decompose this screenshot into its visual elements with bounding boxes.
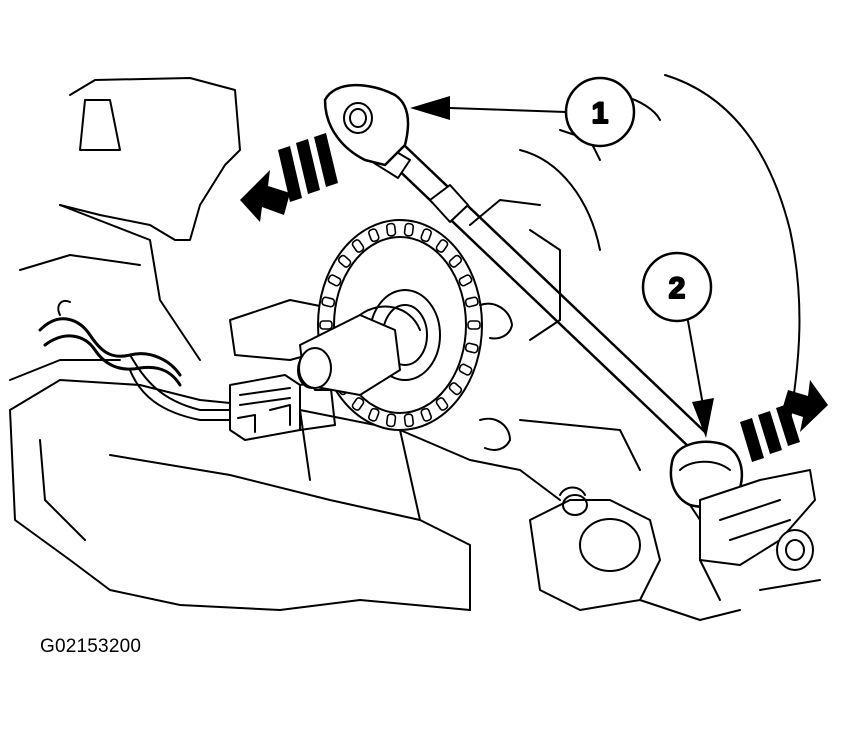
wiring-harness: [40, 301, 235, 420]
linkage-rod: [374, 145, 705, 448]
tone-ring-tooth: [468, 321, 480, 329]
tone-ring-tooth: [435, 397, 448, 411]
tone-ring-tooth: [368, 408, 380, 422]
tone-ring-tooth: [420, 408, 432, 422]
tone-ring-tooth: [458, 363, 472, 376]
tone-ring-tooth: [368, 228, 380, 242]
tone-ring-tooth: [448, 254, 462, 268]
tone-ring-tooth: [386, 223, 395, 236]
tone-ring-tooth: [465, 343, 479, 354]
figure-id-label: G02153200: [40, 636, 142, 657]
tone-ring-tooth: [337, 254, 351, 268]
wire-connector: [230, 375, 335, 440]
tone-ring-tooth: [320, 321, 332, 329]
direction-arrow-left: [240, 133, 338, 222]
output-shaft: [299, 290, 512, 450]
rod-end-eyelet: [325, 85, 408, 165]
callout-2: 2: [643, 253, 714, 438]
rear-housing: [470, 150, 640, 470]
tone-ring-tooth: [420, 228, 432, 242]
left-housing: [20, 78, 240, 360]
rod-bushing: [671, 442, 742, 525]
tone-ring-tooth: [386, 414, 395, 427]
tone-ring-tooth: [448, 382, 462, 396]
tone-ring-tooth: [465, 297, 479, 308]
lower-right-mechanism: [530, 488, 740, 621]
callout-1: 1: [410, 78, 634, 146]
tone-ring-tooth: [327, 274, 341, 287]
direction-arrow-right: [740, 380, 828, 462]
tone-ring-tooth: [351, 239, 364, 253]
tone-ring-tooth: [404, 223, 413, 236]
shift-bracket: [700, 470, 820, 590]
tone-ring-tooth: [458, 274, 472, 287]
tone-ring-tooth: [435, 239, 448, 253]
callout-1-label: 1: [592, 97, 609, 130]
tone-ring-teeth: [320, 223, 480, 426]
tone-ring-tooth: [404, 414, 413, 427]
tone-ring-tooth: [351, 397, 364, 411]
callout-2-label: 2: [669, 272, 686, 305]
tone-ring-tooth: [321, 297, 335, 308]
